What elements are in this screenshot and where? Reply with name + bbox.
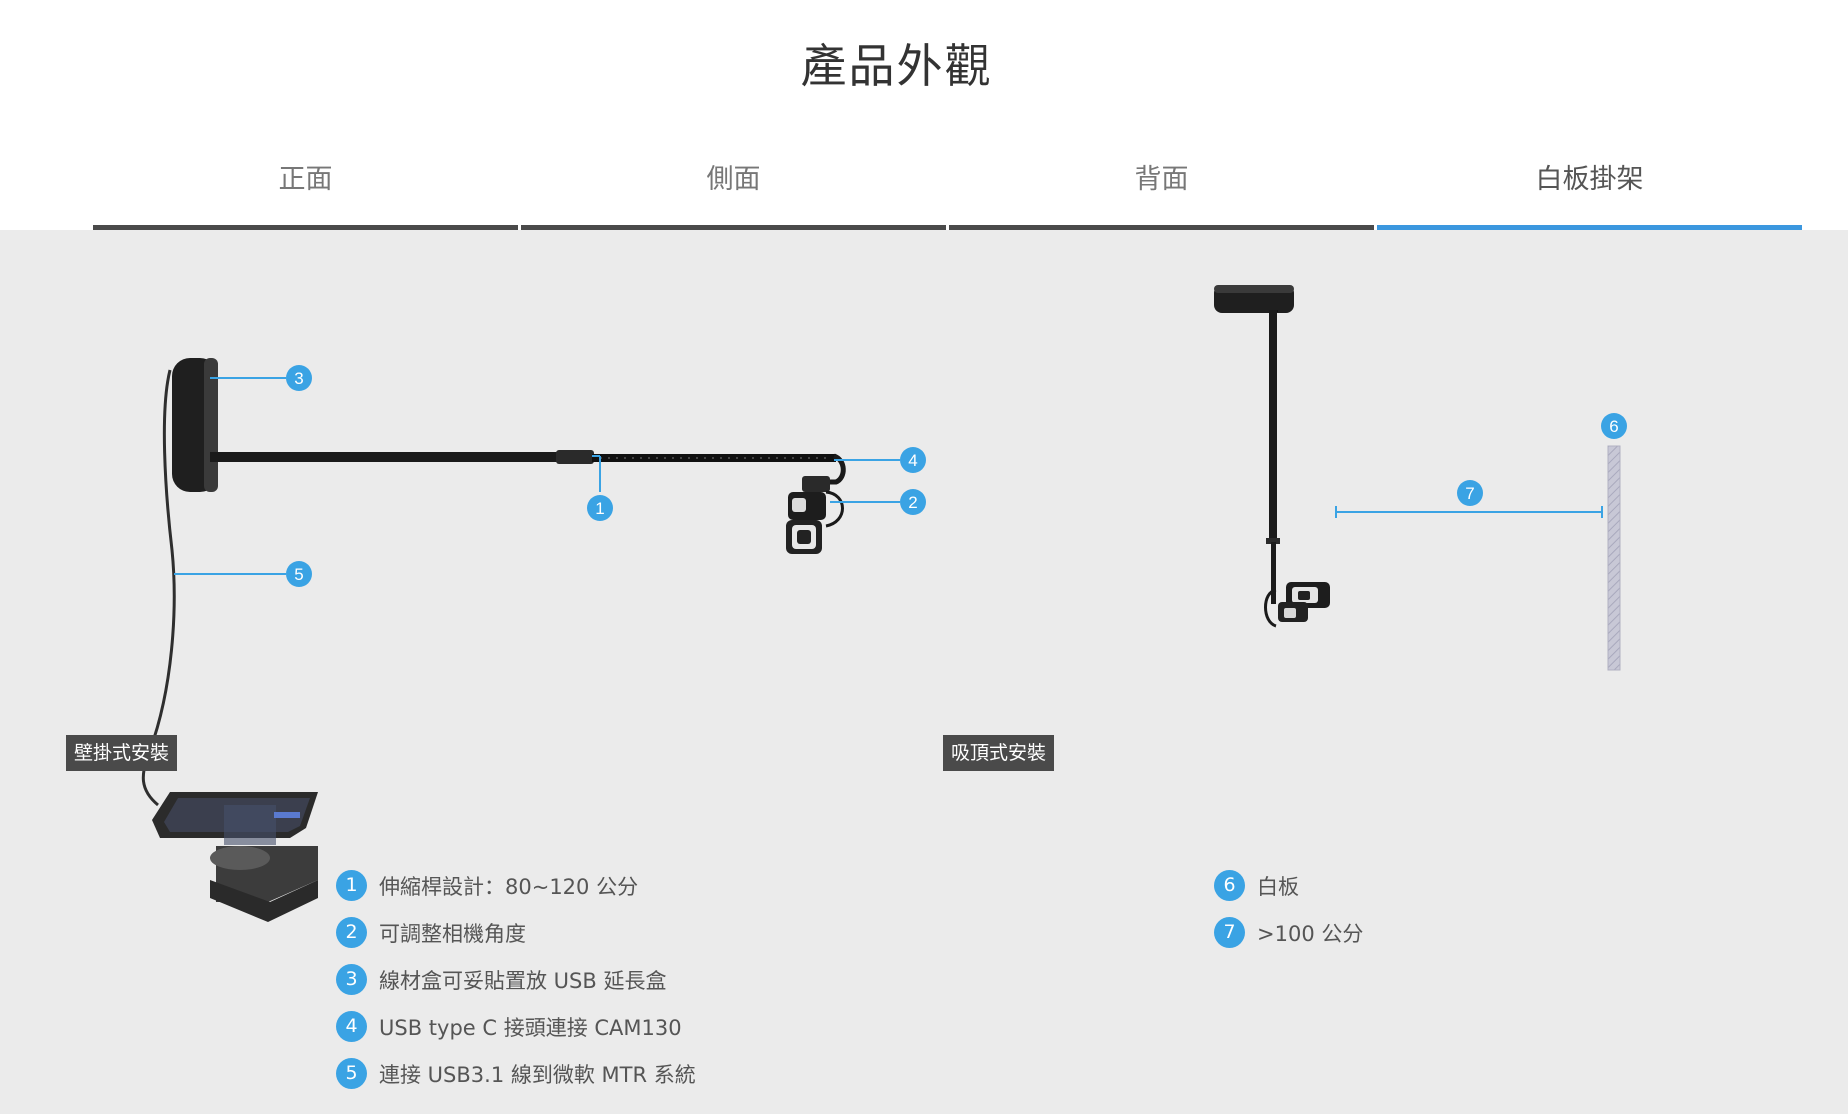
- callout-2: 2: [900, 489, 926, 515]
- svg-text:6: 6: [1609, 417, 1618, 436]
- legend-item: 3 線材盒可妥貼置放 USB 延長盒: [336, 956, 696, 1003]
- wall-callout-lines: [174, 377, 900, 575]
- legend-text: USB type C 接頭連接 CAM130: [379, 1015, 682, 1040]
- legend-badge: 6: [1214, 870, 1245, 901]
- svg-text:7: 7: [1465, 484, 1474, 503]
- callout-1: 1: [587, 495, 613, 521]
- tab-side[interactable]: 側面: [521, 140, 946, 230]
- callout-6: 6: [1601, 413, 1627, 439]
- legend-text: 白板: [1257, 874, 1299, 899]
- callout-7: 7: [1457, 480, 1483, 506]
- ceiling-mount-label: 吸頂式安裝: [943, 735, 1055, 771]
- legend-item: 5 連接 USB3.1 線到微軟 MTR 系統: [336, 1050, 696, 1097]
- wall-mount-label: 壁掛式安裝: [66, 735, 178, 771]
- legend-wall-mount: 1 伸縮桿設計：80~120 公分 2 可調整相機角度 3 線材盒可妥貼置放 U…: [336, 862, 696, 1097]
- svg-text:5: 5: [294, 565, 303, 584]
- product-diagram: 3 5 1 4 2: [141, 285, 1627, 922]
- legend-badge: 2: [336, 917, 367, 948]
- svg-text:3: 3: [294, 369, 303, 388]
- legend-text: 連接 USB3.1 線到微軟 MTR 系統: [379, 1062, 696, 1087]
- whiteboard-graphic: [1607, 445, 1621, 671]
- svg-text:4: 4: [908, 451, 917, 470]
- page-title: 產品外觀: [800, 39, 993, 93]
- legend-item: 2 可調整相機角度: [336, 909, 696, 956]
- content-panel: 3 5 1 4 2: [0, 230, 1848, 1114]
- wall-mount-device: [141, 358, 846, 922]
- tab-whiteboard-mount[interactable]: 白板掛架: [1377, 140, 1802, 230]
- legend-item: 7 >100 公分: [1214, 909, 1363, 956]
- legend-item: 1 伸縮桿設計：80~120 公分: [336, 862, 696, 909]
- legend-text: 線材盒可妥貼置放 USB 延長盒: [379, 968, 667, 993]
- svg-text:1: 1: [595, 499, 604, 518]
- legend-badge: 5: [336, 1058, 367, 1089]
- legend-badge: 3: [336, 964, 367, 995]
- legend-ceiling-mount: 6 白板 7 >100 公分: [1214, 862, 1363, 956]
- legend-text: 伸縮桿設計：80~120 公分: [379, 874, 639, 899]
- ceiling-mount-device: [1214, 285, 1330, 628]
- tab-back[interactable]: 背面: [949, 140, 1374, 230]
- legend-text: >100 公分: [1257, 921, 1364, 946]
- callout-5: 5: [286, 561, 312, 587]
- legend-item: 6 白板: [1214, 862, 1363, 909]
- legend-text: 可調整相機角度: [379, 921, 526, 946]
- callout-4: 4: [900, 447, 926, 473]
- tab-bar: 正面 側面 背面 白板掛架: [93, 140, 1803, 230]
- legend-badge: 1: [336, 870, 367, 901]
- ceiling-callout-lines: [1335, 506, 1603, 518]
- callout-3: 3: [286, 365, 312, 391]
- tab-front[interactable]: 正面: [93, 140, 518, 230]
- legend-item: 4 USB type C 接頭連接 CAM130: [336, 1003, 696, 1050]
- legend-badge: 4: [336, 1011, 367, 1042]
- svg-text:2: 2: [908, 493, 917, 512]
- legend-badge: 7: [1214, 917, 1245, 948]
